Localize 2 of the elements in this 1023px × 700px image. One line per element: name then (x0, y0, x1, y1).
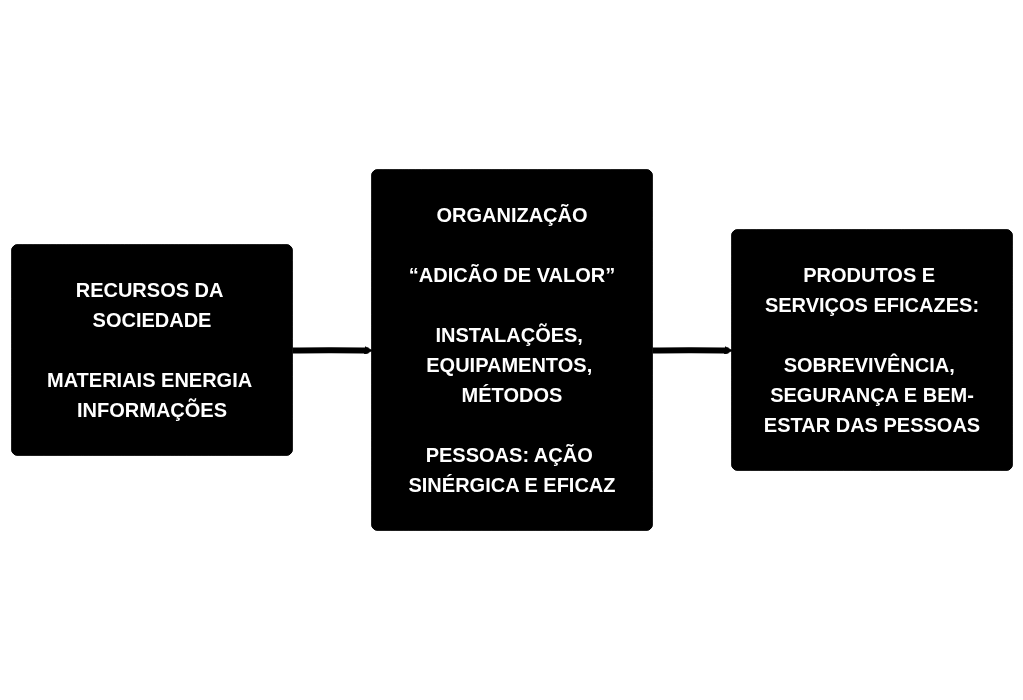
arrow (651, 346, 733, 355)
arrow (291, 346, 373, 355)
